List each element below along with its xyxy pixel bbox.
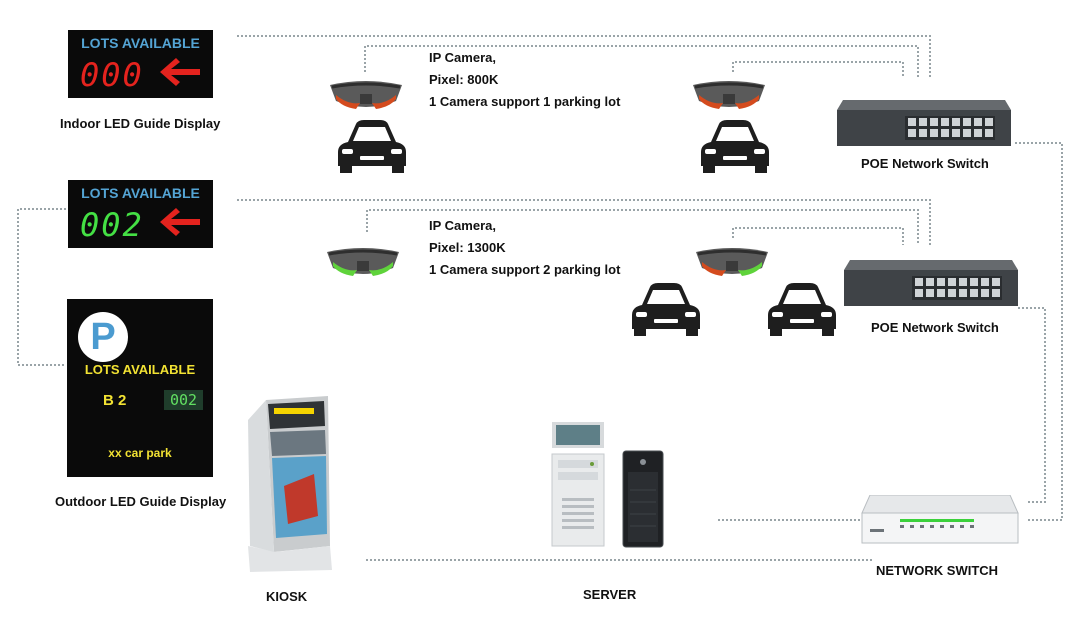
camera-1-line: IP Camera, (429, 50, 496, 65)
indoor-led-display-green: LOTS AVAILABLE 002 (68, 180, 213, 248)
left-arrow-icon (158, 204, 202, 247)
camera-1-line: Pixel: 800K (429, 72, 499, 87)
left-arrow-icon (158, 54, 202, 97)
server-caption: SERVER (583, 587, 637, 602)
outdoor-led-title: LOTS AVAILABLE (84, 362, 196, 377)
camera-2-line: 1 Camera support 2 parking lot (429, 262, 621, 277)
indoor-led-title: LOTS AVAILABLE (81, 35, 200, 51)
camera-icon (693, 81, 765, 109)
outdoor-led-display: P LOTS AVAILABLE B 2 002 xx car park (67, 299, 213, 477)
camera-group-2-note: IP Camera, Pixel: 1300K 1 Camera support… (429, 215, 620, 281)
poe-switch-2-caption: POE Network Switch (871, 320, 999, 335)
outdoor-led-level: B 2 (103, 392, 127, 409)
camera-1-line: 1 Camera support 1 parking lot (429, 94, 621, 109)
camera-2-line: Pixel: 1300K (429, 240, 506, 255)
kiosk-icon (248, 396, 332, 572)
network-switch-icon (861, 495, 1019, 544)
indoor-led-count: 000 (80, 56, 144, 94)
car-icon (701, 120, 769, 173)
poe-switch-icon (837, 100, 1011, 146)
kiosk-caption: KIOSK (266, 589, 308, 604)
network-switch-caption: NETWORK SWITCH (876, 563, 999, 578)
camera-group-1-note: IP Camera, Pixel: 800K 1 Camera support … (429, 47, 620, 113)
server-tower-icon (551, 422, 605, 547)
car-icon (632, 283, 700, 336)
pc-tower-icon (622, 450, 664, 548)
car-icon (768, 283, 836, 336)
indoor-led-display: LOTS AVAILABLE 000 (68, 30, 213, 98)
parking-icon: P (78, 312, 128, 362)
camera-icon (696, 248, 768, 276)
indoor-led-title-2: LOTS AVAILABLE (81, 185, 200, 201)
outdoor-display-caption: Outdoor LED Guide Display (55, 494, 227, 509)
poe-switch-icon (844, 260, 1018, 306)
camera-icon (330, 81, 402, 109)
camera-icon (327, 248, 399, 276)
poe-switch-1-caption: POE Network Switch (861, 156, 989, 171)
outdoor-led-name: xx car park (108, 446, 172, 460)
indoor-display-caption: Indoor LED Guide Display (60, 116, 221, 131)
camera-2-line: IP Camera, (429, 218, 496, 233)
car-icon (338, 120, 406, 173)
indoor-led-count-2: 002 (80, 206, 144, 244)
outdoor-led-count: 002 (164, 390, 204, 410)
